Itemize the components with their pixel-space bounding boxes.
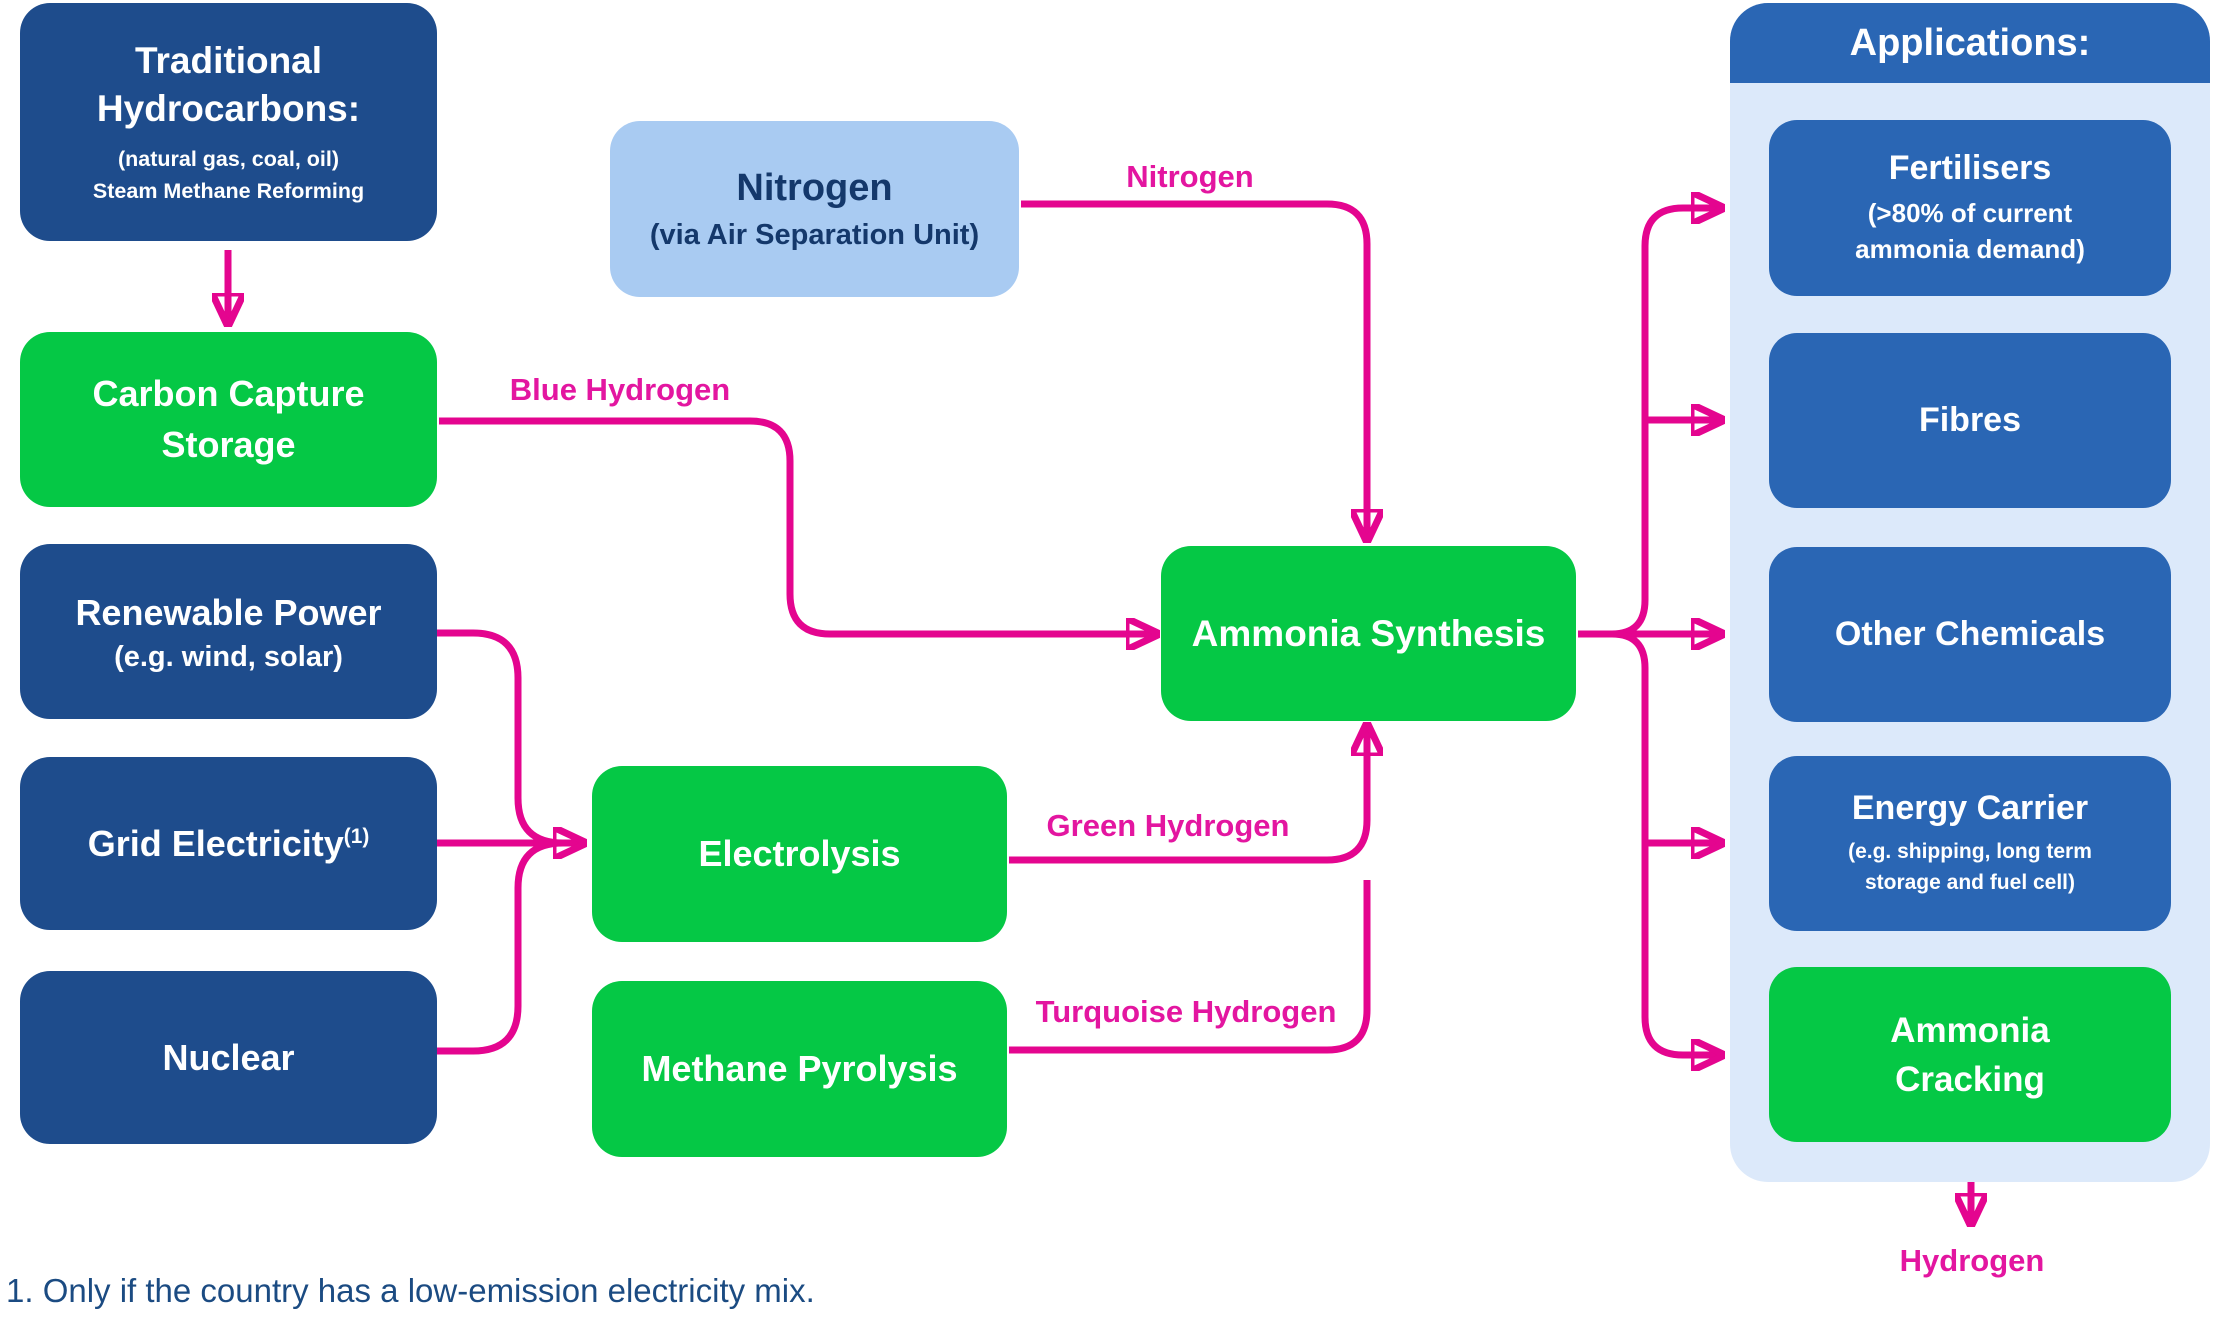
node-title: Nuclear <box>162 1036 295 1078</box>
node-ammonia-synthesis: Ammonia Synthesis <box>1161 546 1576 721</box>
node-methane-pyrolysis: Methane Pyrolysis <box>592 981 1007 1157</box>
application-other-chemicals: Other Chemicals <box>1769 547 2171 722</box>
flow-label-green-hydrogen: Green Hydrogen <box>1046 808 1290 843</box>
arrow-branch-fertilisers <box>1611 208 1722 638</box>
node-carbon-capture-storage: Carbon Capture Storage <box>20 332 437 507</box>
application-title: Energy Carrier <box>1851 788 2089 827</box>
application-energy-carrier: Energy Carrier (e.g. shipping, long term… <box>1769 756 2171 931</box>
applications-panel: Applications: Fertilisers (>80% of curre… <box>1730 3 2210 1182</box>
node-subtitle: (natural gas, coal, oil) Steam Methane R… <box>92 146 365 204</box>
node-title: Electrolysis <box>698 833 901 874</box>
node-traditional-hydrocarbons: Traditional Hydrocarbons: (natural gas, … <box>20 3 437 241</box>
arrow-blue-hydrogen <box>439 417 1157 634</box>
application-title: Other Chemicals <box>1834 615 2106 653</box>
node-electrolysis: Electrolysis <box>592 766 1007 942</box>
node-title: Nitrogen <box>736 166 893 209</box>
node-subtitle: (e.g. wind, solar) <box>114 640 343 673</box>
application-title: Fertilisers <box>1888 149 2052 188</box>
footnote-marker: (1) <box>343 824 370 848</box>
line-renewable-merge <box>436 629 564 847</box>
application-title: Fibres <box>1918 401 2022 439</box>
footnote-text: 1. Only if the country has a low-emissio… <box>6 1272 815 1309</box>
node-renewable-power: Renewable Power (e.g. wind, solar) <box>20 544 437 719</box>
application-title: Ammonia Cracking <box>1890 1010 2050 1099</box>
line-nuclear-merge <box>436 839 564 1055</box>
node-nuclear: Nuclear <box>20 971 437 1144</box>
flow-label-nitrogen: Nitrogen <box>1126 159 1254 194</box>
node-title: Methane Pyrolysis <box>641 1048 958 1089</box>
flow-label-hydrogen-output: Hydrogen <box>1899 1243 2045 1278</box>
node-title: Renewable Power <box>75 591 382 633</box>
application-ammonia-cracking: Ammonia Cracking <box>1769 967 2171 1142</box>
application-fertilisers: Fertilisers (>80% of current ammonia dem… <box>1769 120 2171 296</box>
applications-header: Applications: <box>1730 3 2210 83</box>
flow-label-turquoise-hydrogen: Turquoise Hydrogen <box>1035 994 1337 1029</box>
arrow-nitrogen-to-synthesis <box>1021 200 1367 540</box>
application-fibres: Fibres <box>1769 333 2171 508</box>
applications-header-label: Applications: <box>1849 21 2091 64</box>
application-subtitle: (>80% of current ammonia demand) <box>1855 198 2085 264</box>
node-title: Carbon Capture Storage <box>92 373 365 465</box>
node-subtitle: (via Air Separation Unit) <box>649 219 980 252</box>
flow-label-blue-hydrogen: Blue Hydrogen <box>509 372 731 407</box>
node-title: Grid Electricity(1) <box>87 822 370 864</box>
node-grid-electricity: Grid Electricity(1) <box>20 757 437 930</box>
node-nitrogen: Nitrogen (via Air Separation Unit) <box>610 121 1019 297</box>
node-title: Ammonia Synthesis <box>1191 612 1546 654</box>
arrow-branch-ammonia-cracking <box>1611 630 1722 1055</box>
application-subtitle: (e.g. shipping, long term storage and fu… <box>1848 839 2092 895</box>
node-title: Traditional Hydrocarbons: <box>96 39 361 129</box>
